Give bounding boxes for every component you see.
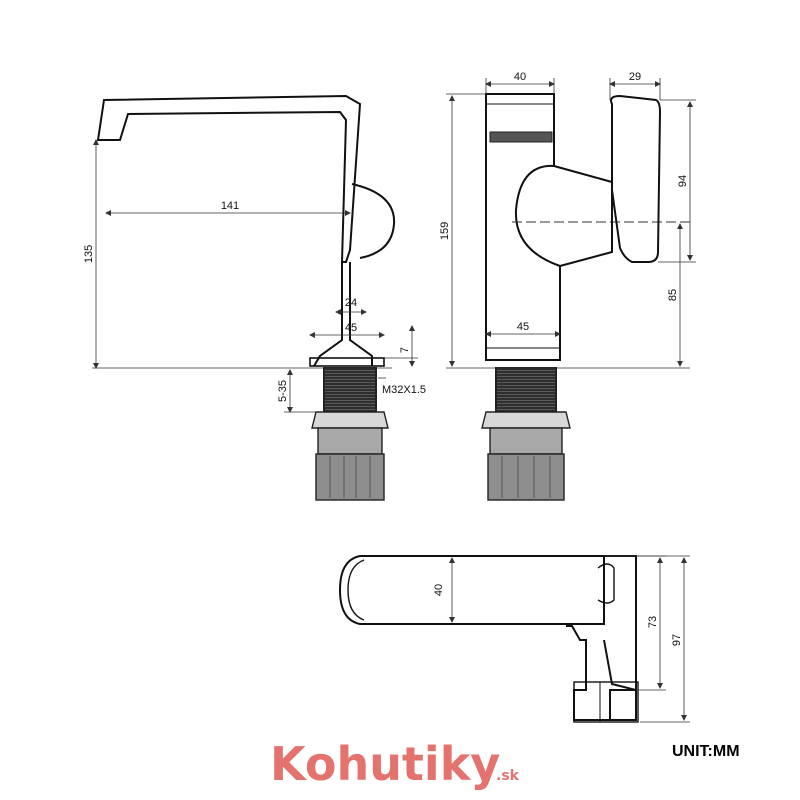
dim-29: 29 [629,71,641,83]
plan-handle-outline [603,555,637,692]
front-base-plate [309,357,385,367]
front-dimensions [92,139,418,413]
front-nut-bottom [315,453,385,501]
dim-40-plan: 40 [433,584,445,596]
side-nut-bottom [487,453,565,501]
dim-141: 141 [221,200,239,212]
plan-lever-tip [573,681,639,723]
front-washer [311,411,389,429]
dim-45-front: 45 [345,322,357,334]
side-aerator [489,131,553,143]
unit-label: UNIT:MM [672,743,740,760]
side-view [481,93,690,501]
side-dimensions [446,78,696,369]
front-nut-top [317,427,383,455]
dim-5-35: 5-35 [277,380,289,402]
side-handle-neck [553,165,613,267]
side-washer [481,411,571,429]
dim-45-side: 45 [517,321,529,333]
plan-lever [566,625,637,721]
dim-94: 94 [677,175,689,187]
dim-thread: M32X1.5 [382,384,426,396]
dim-7: 7 [399,347,411,353]
dim-135: 135 [83,245,95,263]
dim-24: 24 [345,297,357,309]
brand-name: Kohutiky [270,737,500,791]
dim-159: 159 [439,222,451,240]
side-spout-body [485,93,561,361]
front-spout [96,94,362,263]
dim-97: 97 [671,634,683,646]
front-body-column [313,262,373,367]
brand-suffix: .sk [496,768,520,784]
brand-logo: Kohutiky .sk [270,737,520,791]
side-handle [610,94,662,263]
side-thread [495,367,557,413]
dim-85: 85 [667,289,679,301]
plan-spout [338,555,605,625]
front-view [96,94,396,501]
dim-40-top: 40 [514,71,526,83]
dim-73: 73 [647,616,659,628]
top-dimensions [449,555,690,723]
front-handle-bulge [351,183,396,259]
top-view [338,555,639,723]
front-thread [323,367,377,413]
side-nut-top [489,427,563,455]
